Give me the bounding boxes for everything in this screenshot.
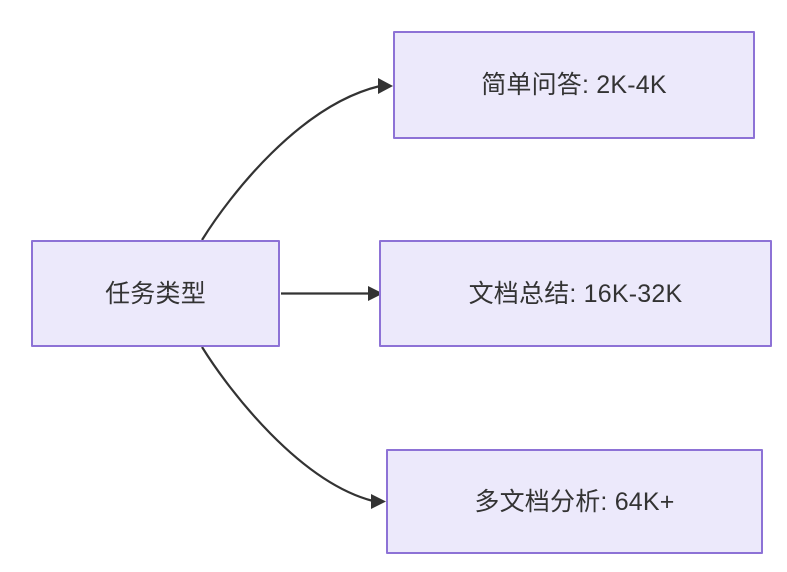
edge-to-multi-doc bbox=[201, 346, 386, 509]
node-multi-doc-label: 多文档分析: 64K+ bbox=[474, 487, 675, 516]
node-doc-summary-label: 文档总结: 16K-32K bbox=[468, 279, 683, 308]
node-simple-qa-label: 简单问答: 2K-4K bbox=[481, 71, 667, 99]
edge-to-simple-qa bbox=[201, 78, 393, 241]
node-doc-summary[interactable]: 文档总结: 16K-32K bbox=[379, 240, 772, 347]
arrowhead-multi-doc bbox=[371, 494, 386, 509]
node-simple-qa[interactable]: 简单问答: 2K-4K bbox=[393, 31, 755, 139]
arrowhead-simple-qa bbox=[378, 78, 393, 94]
node-task-type[interactable]: 任务类型 bbox=[31, 240, 280, 347]
node-multi-doc[interactable]: 多文档分析: 64K+ bbox=[386, 449, 763, 554]
edge-to-doc-summary bbox=[281, 286, 383, 301]
arrowhead-doc-summary bbox=[368, 286, 383, 301]
node-task-type-label: 任务类型 bbox=[105, 279, 206, 308]
